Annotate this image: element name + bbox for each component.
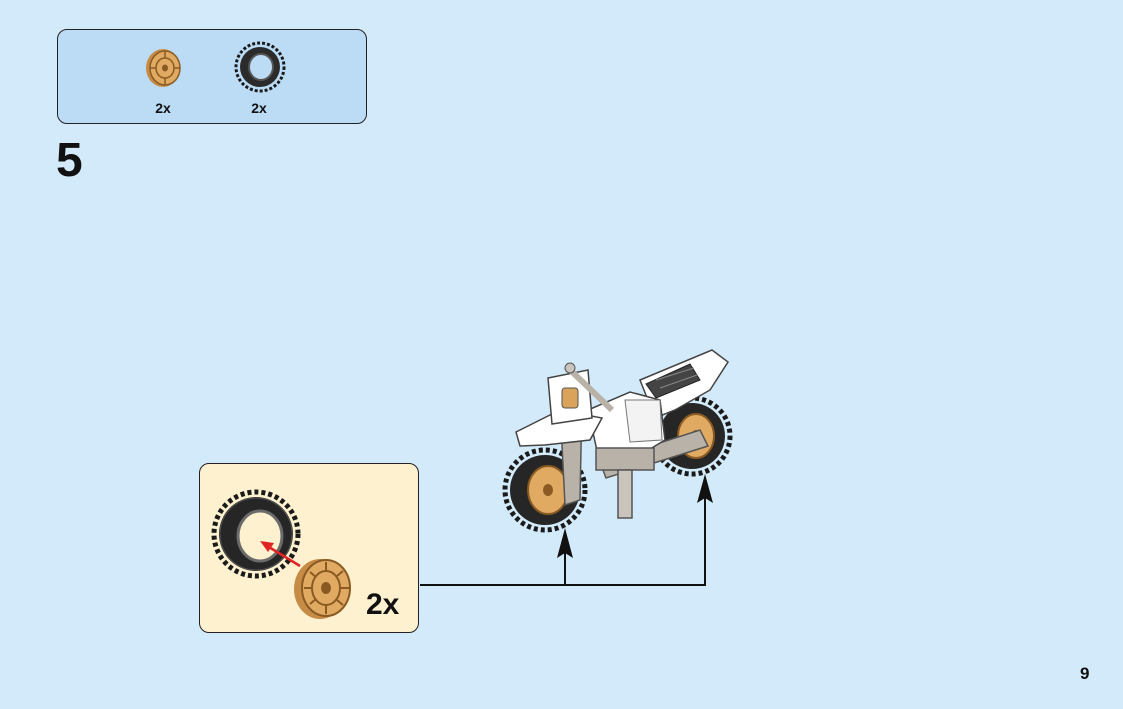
part-qty: 2x [251, 100, 267, 116]
part-tire: 2x [224, 38, 294, 118]
wheel-rim-icon [294, 559, 351, 619]
up-arrow-icon [557, 474, 713, 558]
wheel-rim-icon [146, 49, 181, 87]
tire-icon [234, 41, 286, 93]
part-qty: 2x [155, 100, 171, 116]
parts-list-panel: 2x 2x [57, 29, 367, 124]
front-wheel [502, 447, 588, 533]
step-number: 5 [56, 134, 83, 187]
sub-assembly-panel: 2x [199, 463, 419, 633]
insert-arrow-icon [260, 541, 301, 568]
page-number: 9 [1080, 664, 1090, 683]
wheel-assembly-illustration [211, 489, 351, 619]
part-wheel-rim: 2x [128, 38, 198, 118]
motorbike-illustration [502, 349, 733, 533]
sub-assembly-qty: 2x [366, 588, 400, 621]
